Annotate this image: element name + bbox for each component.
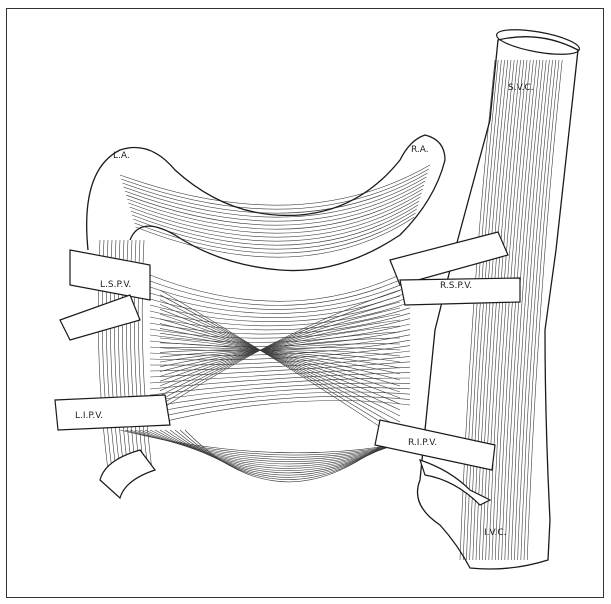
label-rspv: R.S.P.V.	[440, 281, 472, 291]
fiber-stroke	[160, 304, 400, 422]
fiber-stroke	[470, 60, 505, 560]
fiber-stroke	[476, 60, 511, 560]
fiber-stroke	[160, 300, 400, 428]
fiber-stroke	[463, 60, 498, 560]
fiber-stroke	[150, 324, 410, 342]
fiber-stroke	[473, 60, 508, 560]
label-svc: S.V.C.	[508, 83, 534, 93]
label-ra: R.A.	[411, 145, 429, 155]
fiber-stroke	[150, 392, 410, 413]
fiber-stroke	[150, 275, 410, 305]
svc-opening	[495, 25, 581, 59]
fiber-stroke	[479, 60, 514, 560]
fiber-stroke	[150, 270, 410, 301]
rspv-vessel	[390, 232, 520, 305]
ripv-vessel	[375, 420, 495, 505]
fiber-stroke	[120, 165, 430, 205]
label-lspv: L.S.P.V.	[100, 280, 131, 290]
lspv-vessel	[60, 250, 150, 340]
fiber-stroke	[124, 177, 427, 217]
fiber-stroke	[145, 430, 408, 464]
label-la: L.A.	[113, 151, 130, 161]
label-ivc: I.V.C.	[484, 528, 507, 538]
muscle-fibers	[98, 60, 562, 560]
atrial-roof-outline	[87, 135, 445, 271]
label-ripv: R.I.P.V.	[408, 438, 437, 448]
fiber-stroke	[175, 430, 393, 477]
fiber-stroke	[150, 396, 410, 419]
fiber-stroke	[135, 430, 413, 460]
lipv-vessel	[55, 395, 170, 498]
fiber-stroke	[150, 430, 405, 466]
label-lipv: L.I.P.V.	[75, 411, 103, 421]
fiber-stroke	[466, 60, 501, 560]
fiber-stroke	[150, 401, 410, 426]
fiber-stroke	[121, 169, 429, 209]
